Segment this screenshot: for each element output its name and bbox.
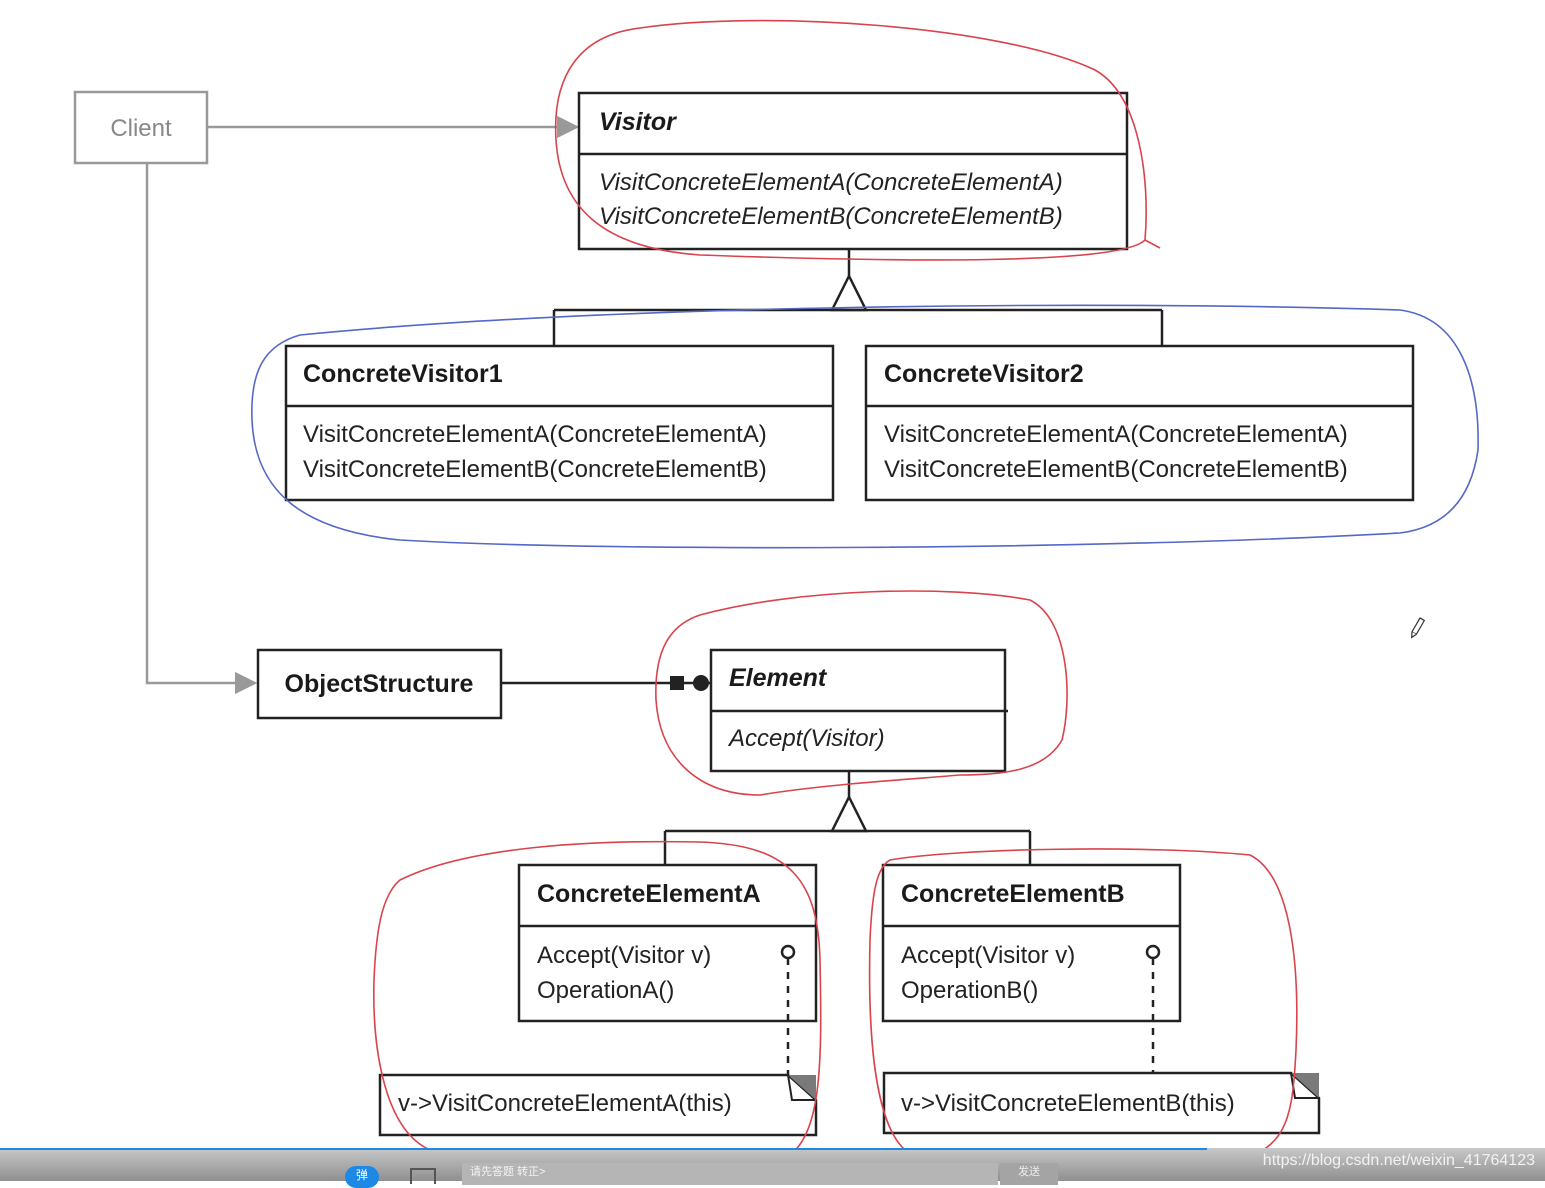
concrete-element-a-op-accept: Accept(Visitor v): [537, 942, 711, 969]
element-op-accept: Accept(Visitor): [727, 725, 885, 752]
element-title: Element: [729, 664, 828, 692]
object-structure-class: ObjectStructure: [256, 648, 503, 720]
object-structure-title: ObjectStructure: [285, 670, 474, 698]
concrete-element-a-note: v->VisitConcreteElementA(this): [378, 1073, 818, 1137]
red-annotation-visitor: [554, 19, 1161, 261]
client-to-objectstructure-arrow: [145, 163, 258, 695]
visitor-pattern-uml-diagram: Client Visitor VisitConcreteElementA(Con…: [73, 19, 1479, 1150]
concrete-visitor-2-class: ConcreteVisitor2 VisitConcreteElementA(C…: [864, 344, 1415, 502]
visitor-title: Visitor: [599, 108, 677, 136]
source-watermark: https://blog.csdn.net/weixin_41764123: [1262, 1152, 1535, 1169]
concrete-visitor-1-op-a: VisitConcreteElementA(ConcreteElementA): [303, 421, 767, 448]
concrete-element-a-title: ConcreteElementA: [537, 880, 761, 908]
client-label: Client: [110, 115, 172, 142]
concrete-visitor-2-title: ConcreteVisitor2: [884, 360, 1084, 388]
concrete-element-a-class: ConcreteElementA Accept(Visitor v) Opera…: [517, 863, 818, 1075]
pencil-cursor-icon: [1410, 617, 1426, 639]
element-generalization-triangle: [829, 794, 869, 833]
red-annotation-concrete-element-a: [373, 840, 822, 1150]
concrete-visitor-1-op-b: VisitConcreteElementB(ConcreteElementB): [303, 456, 767, 483]
client-class: Client: [73, 90, 209, 165]
visitor-op-a: VisitConcreteElementA(ConcreteElementA): [599, 169, 1063, 196]
concrete-element-b-class: ConcreteElementB Accept(Visitor v) Opera…: [881, 863, 1182, 1073]
red-annotation-element: [655, 590, 1068, 796]
concrete-element-b-op-accept: Accept(Visitor v): [901, 942, 1075, 969]
danmaku-settings-icon[interactable]: [410, 1168, 436, 1184]
concrete-element-b-title: ConcreteElementB: [901, 880, 1125, 908]
concrete-visitor-1-title: ConcreteVisitor1: [303, 360, 503, 388]
video-player-bottom-bar: 弹 请先答题 转正> 发送 https://blog.csdn.net/weix…: [0, 1148, 1545, 1188]
blue-annotation-concrete-visitors: [251, 304, 1479, 549]
visitor-class: Visitor VisitConcreteElementA(ConcreteEl…: [577, 91, 1129, 251]
concrete-visitor-2-op-a: VisitConcreteElementA(ConcreteElementA): [884, 421, 1348, 448]
concrete-element-a-op-operation: OperationA(): [537, 977, 674, 1004]
element-inheritance: [663, 771, 1032, 865]
visitor-inheritance: [552, 249, 1164, 346]
danmaku-toggle-icon[interactable]: 弹: [345, 1166, 379, 1188]
concrete-element-a-note-text: v->VisitConcreteElementA(this): [398, 1090, 732, 1117]
concrete-element-b-note: v->VisitConcreteElementB(this): [882, 1071, 1321, 1135]
objectstructure-to-element-link: [501, 675, 711, 691]
send-button[interactable]: 发送: [1000, 1163, 1058, 1185]
visitor-generalization-triangle: [829, 273, 869, 312]
visitor-op-b: VisitConcreteElementB(ConcreteElementB): [599, 203, 1063, 230]
concrete-element-b-op-operation: OperationB(): [901, 977, 1038, 1004]
progress-bar[interactable]: [0, 1148, 1207, 1150]
element-class: Element Accept(Visitor): [709, 648, 1008, 773]
concrete-visitor-1-class: ConcreteVisitor1 VisitConcreteElementA(C…: [284, 344, 835, 502]
danmaku-input[interactable]: 请先答题 转正>: [462, 1163, 998, 1185]
concrete-element-b-note-text: v->VisitConcreteElementB(this): [901, 1090, 1235, 1117]
concrete-visitor-2-op-b: VisitConcreteElementB(ConcreteElementB): [884, 456, 1348, 483]
red-annotation-concrete-element-b: [868, 848, 1298, 1150]
